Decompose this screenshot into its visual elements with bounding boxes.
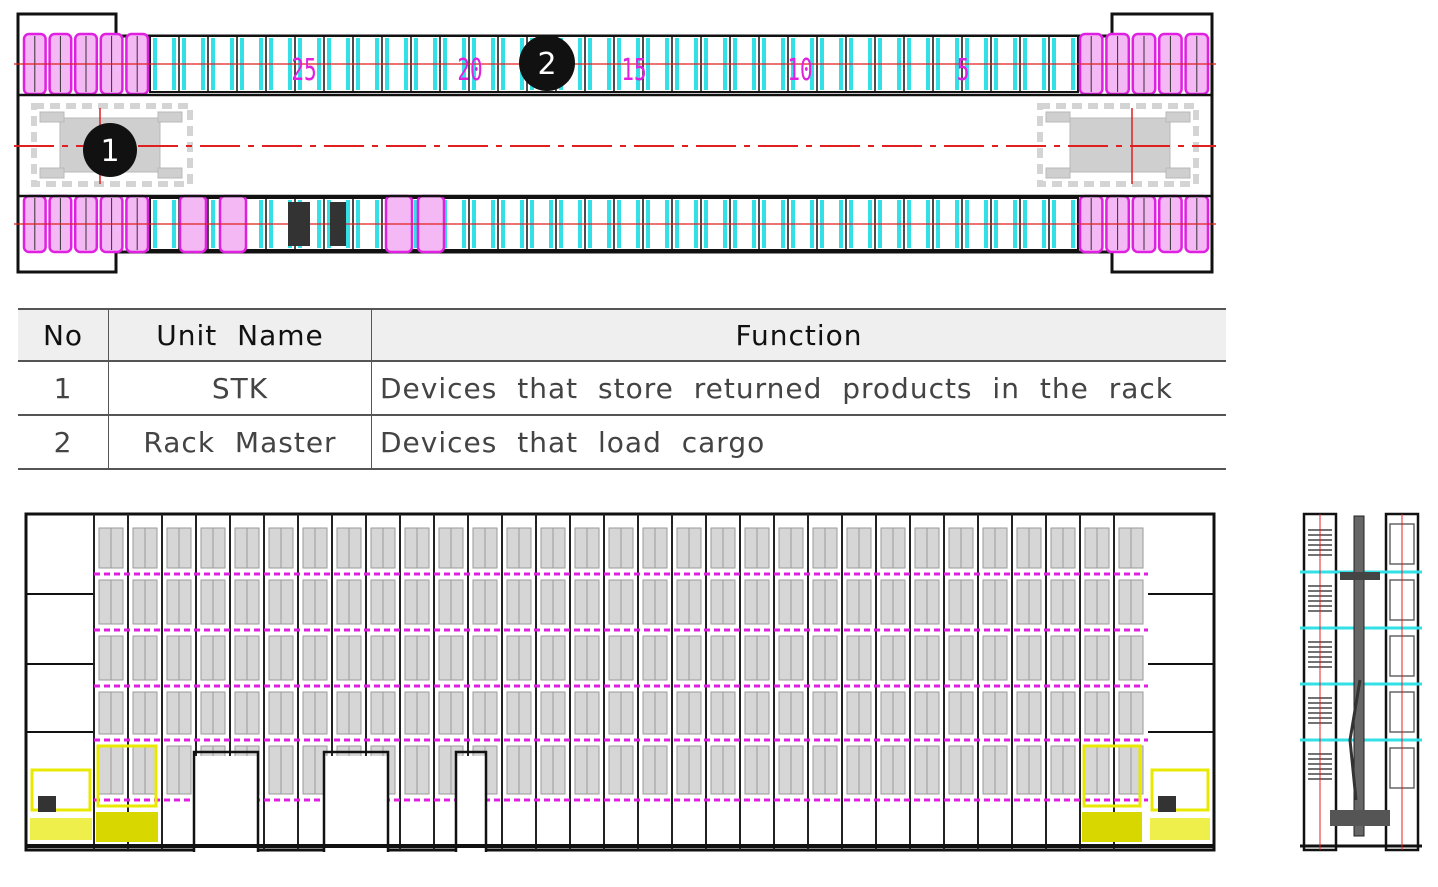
table-row: 1 STK Devices that store returned produc… xyxy=(18,361,1226,416)
rack-front-elevation xyxy=(24,512,1216,852)
unit-table: No Unit Name Function 1 STK Devices that… xyxy=(18,308,1226,470)
rack-plan-view: 1 2 25 20 15 10 5 xyxy=(14,12,1216,274)
marker-1-label: 1 xyxy=(100,134,119,169)
row-function: Devices that load cargo xyxy=(371,415,1226,470)
rack-number: 10 xyxy=(787,53,812,88)
rack-number: 15 xyxy=(621,53,646,88)
bottom-rack-row xyxy=(14,194,1216,254)
marker-2: 2 xyxy=(519,35,575,91)
header-no: No xyxy=(18,308,109,362)
table-header-row: No Unit Name Function xyxy=(18,308,1226,362)
row-function: Devices that store returned products in … xyxy=(371,361,1226,416)
marker-2-label: 2 xyxy=(537,47,556,82)
row-unit-name: Rack Master xyxy=(108,415,372,470)
marker-1: 1 xyxy=(83,123,137,177)
rack-number: 20 xyxy=(457,53,482,88)
header-function: Function xyxy=(371,308,1226,362)
rack-number: 25 xyxy=(291,53,316,88)
header-unit-name: Unit Name xyxy=(108,308,372,362)
rack-number: 5 xyxy=(957,53,970,88)
table-row: 2 Rack Master Devices that load cargo xyxy=(18,415,1226,470)
top-rack-row xyxy=(14,32,1216,96)
row-unit-name: STK xyxy=(108,361,372,416)
rack-side-elevation xyxy=(1300,512,1422,852)
row-no: 2 xyxy=(18,415,109,470)
row-no: 1 xyxy=(18,361,109,416)
